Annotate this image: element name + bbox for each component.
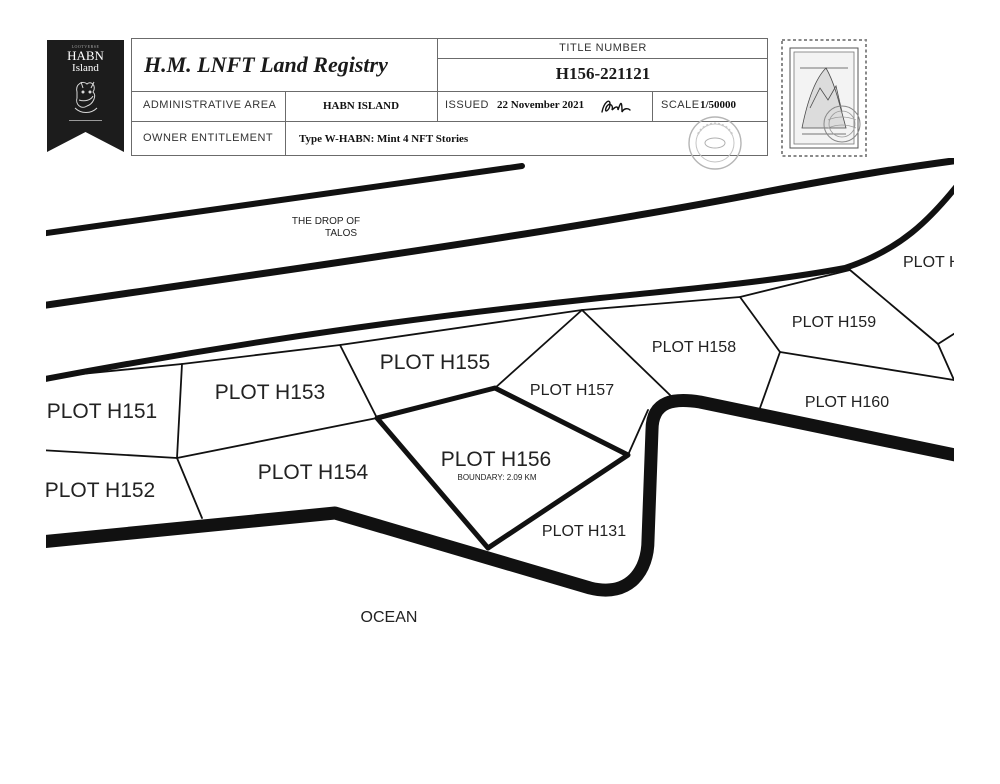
ocean-label: OCEAN bbox=[361, 609, 418, 626]
plot-h160-top bbox=[779, 351, 954, 381]
plot-h154-left bbox=[176, 457, 203, 519]
dragon-emblem-icon bbox=[74, 81, 98, 113]
logo-name: HABN bbox=[67, 48, 104, 63]
plot-h157-right bbox=[581, 309, 673, 398]
plot-label-h155[interactable]: PLOT H155 bbox=[380, 351, 491, 374]
habn-logo: LOOTVERSE HABN Island bbox=[47, 40, 124, 152]
registry-title: H.M. LNFT Land Registry bbox=[144, 52, 388, 77]
scale-label: SCALE bbox=[661, 99, 700, 111]
admin-area-value: HABN ISLAND bbox=[322, 100, 400, 112]
signature-icon bbox=[601, 100, 631, 113]
issued-date: 22 November 2021 bbox=[497, 99, 585, 111]
plot-label-h152[interactable]: PLOT H152 bbox=[45, 479, 156, 502]
plot-h158-right bbox=[739, 296, 781, 353]
plot-label-h156[interactable]: PLOT H156 bbox=[441, 448, 552, 471]
official-seal-icon bbox=[688, 116, 742, 170]
banner-ornament-icon bbox=[69, 120, 102, 121]
plot-label-edge[interactable]: PLOT H bbox=[903, 254, 961, 271]
title-number-value: H156-221121 bbox=[555, 64, 651, 83]
plot-label-h157[interactable]: PLOT H157 bbox=[530, 382, 614, 399]
plot-h153-lower bbox=[176, 417, 378, 459]
plot-h157-left bbox=[494, 309, 583, 389]
plot-label-h154[interactable]: PLOT H154 bbox=[258, 461, 369, 484]
landmark-label-2: TALOS bbox=[325, 228, 357, 239]
talos-upper-edge bbox=[46, 163, 525, 237]
talos-lower-edge bbox=[46, 158, 954, 309]
plot-label-h158[interactable]: PLOT H158 bbox=[652, 339, 736, 356]
banner-shape bbox=[47, 40, 124, 152]
plot-label-h159[interactable]: PLOT H159 bbox=[792, 314, 876, 331]
coastline-upper bbox=[46, 184, 954, 382]
plot-h155-left bbox=[339, 344, 378, 419]
plot-h151-lower bbox=[46, 449, 178, 459]
plot-boundary-label: BOUNDARY: 2.09 KM bbox=[458, 473, 537, 482]
plot-h159-boundary bbox=[849, 269, 954, 345]
admin-area-label: ADMINISTRATIVE AREA bbox=[143, 99, 277, 111]
issued-label: ISSUED bbox=[445, 99, 489, 111]
scale-value: 1/50000 bbox=[700, 99, 737, 111]
coastline-south bbox=[46, 393, 954, 597]
postage-stamp-icon bbox=[781, 39, 867, 157]
registry-header: H.M. LNFT Land Registry TITLE NUMBER H15… bbox=[131, 38, 768, 156]
owner-value: Type W-HABN: Mint 4 NFT Stories bbox=[299, 133, 469, 145]
title-number-label: TITLE NUMBER bbox=[559, 42, 647, 54]
logo-subtitle: Island bbox=[72, 62, 99, 74]
logo-top-text: LOOTVERSE bbox=[71, 44, 100, 49]
plot-h159-right bbox=[937, 343, 954, 381]
plot-label-h160[interactable]: PLOT H160 bbox=[805, 394, 889, 411]
landmark-label-1: THE DROP OF bbox=[292, 216, 360, 227]
plot-label-h131[interactable]: PLOT H131 bbox=[542, 523, 626, 540]
plot-label-h151[interactable]: PLOT H151 bbox=[47, 400, 158, 423]
plot-h160-left bbox=[759, 351, 781, 409]
plot-row-line bbox=[46, 269, 851, 379]
plot-h153-left bbox=[176, 363, 183, 459]
owner-label: OWNER ENTITLEMENT bbox=[143, 132, 274, 144]
plot-h131-left bbox=[627, 409, 649, 456]
plot-h156-boundary bbox=[374, 385, 631, 551]
plot-label-h153[interactable]: PLOT H153 bbox=[215, 381, 326, 404]
